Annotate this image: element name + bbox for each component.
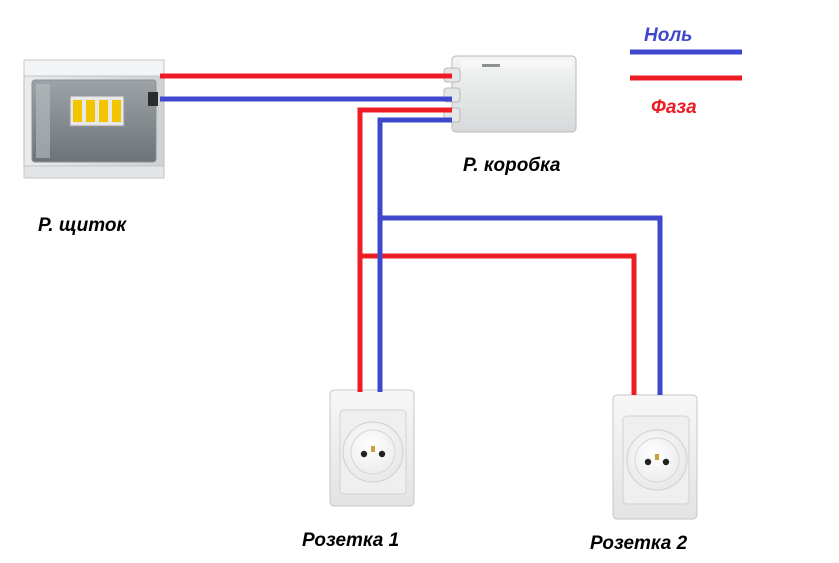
neutral-wires <box>160 96 663 395</box>
socket-2 <box>612 394 698 520</box>
legend-neutral-label: Ноль <box>644 25 692 46</box>
junction-box <box>443 55 577 133</box>
socket-2-label: Розетка 2 <box>590 533 688 554</box>
socket-1 <box>329 389 415 507</box>
phase-wires <box>160 73 637 395</box>
phase-wire-box-to-socket-1 <box>357 107 452 392</box>
neutral-wire-to-socket-2 <box>380 215 663 395</box>
legend-phase-label: Фаза <box>651 97 697 118</box>
legend: Ноль Фаза <box>630 25 742 118</box>
socket-1-label: Розетка 1 <box>302 530 399 551</box>
junction-box-label: Р. коробка <box>463 155 561 176</box>
neutral-wire-box-to-socket-1 <box>377 117 452 392</box>
panel-label: Р. щиток <box>38 215 127 236</box>
phase-wire-to-socket-2 <box>360 253 637 395</box>
distribution-panel <box>23 59 165 179</box>
